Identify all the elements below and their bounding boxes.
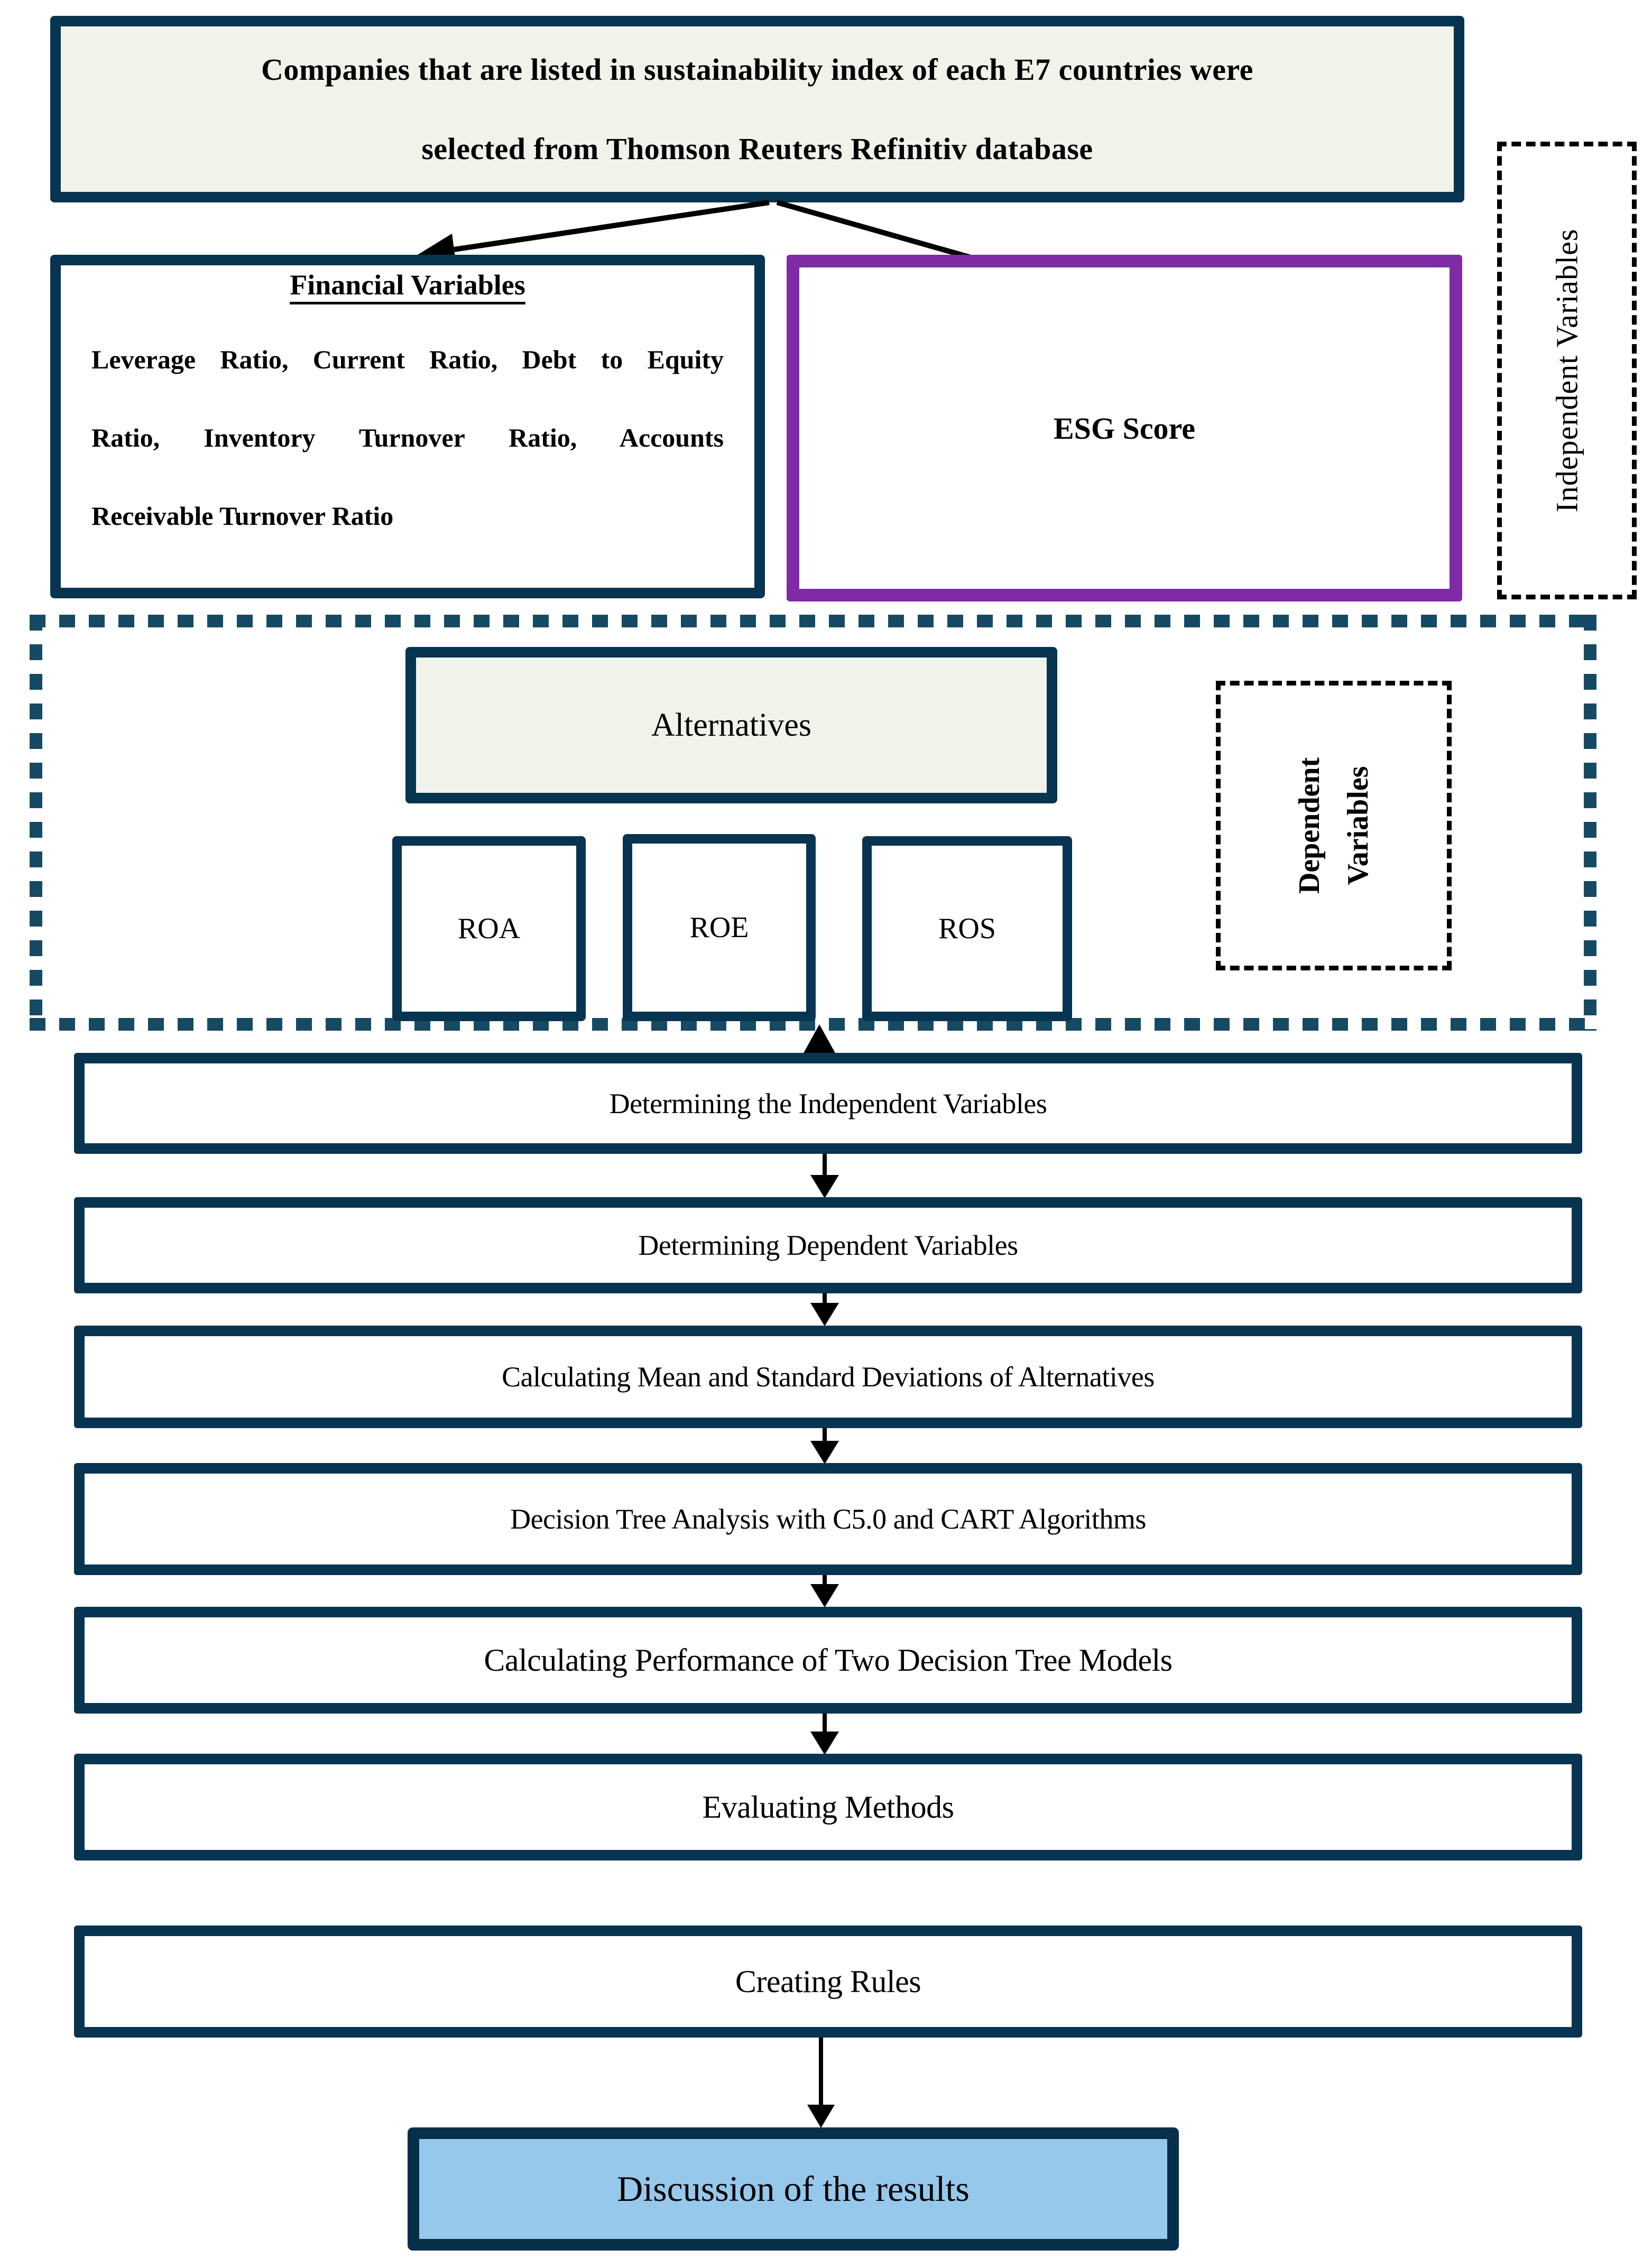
up-arrow-icon [802,1024,836,1055]
down-arrow-icon-final [807,2105,835,2128]
esg-score-box: ESG Score [787,255,1462,601]
alternatives-label: Alternatives [651,707,811,743]
step-calculating-mean-std: Calculating Mean and Standard Deviations… [74,1326,1582,1428]
step-label: Determining Dependent Variables [638,1229,1018,1261]
dotted-border-right [1584,615,1596,1031]
discussion-results-label: Discussion of the results [617,2169,970,2209]
down-arrow-icon-5 [810,1732,839,1755]
step-label: Creating Rules [735,1964,921,1999]
independent-variables-box: Independent Variables [1497,142,1637,599]
step-label: Calculating Performance of Two Decision … [484,1642,1173,1678]
dependent-variables-label: Dependent Variables [1285,757,1382,894]
source-data-line2: selected from Thomson Reuters Refinitiv … [421,131,1093,166]
step-label: Calculating Mean and Standard Deviations… [502,1361,1155,1393]
alternatives-box: Alternatives [405,647,1057,803]
step-creating-rules: Creating Rules [74,1926,1582,2038]
dependent-variables-box: Dependent Variables [1216,681,1452,970]
financial-variables-line2: Ratio, Inventory Turnover Ratio, Account… [91,423,724,452]
financial-variables-title: Financial Variables [290,269,525,301]
independent-variables-label: Independent Variables [1549,228,1584,513]
roe-box: ROE [623,834,816,1021]
roe-label: ROE [689,911,749,944]
connector-line-2 [823,1293,827,1305]
step-label: Decision Tree Analysis with C5.0 and CAR… [510,1503,1146,1535]
dotted-border-left [30,615,42,1031]
financial-variables-line3: Receivable Turnover Ratio [91,501,394,531]
down-arrow-icon-4 [810,1584,839,1607]
ros-box: ROS [862,836,1072,1021]
down-arrow-icon-3 [810,1441,839,1464]
roa-box: ROA [392,836,586,1021]
financial-variables-line1: Leverage Ratio, Current Ratio, Debt to E… [91,345,724,374]
step-label: Determining the Independent Variables [609,1087,1047,1119]
step-label: Evaluating Methods [702,1789,954,1825]
connector-line-1 [823,1154,827,1177]
split-arrow-left-line [454,200,770,252]
discussion-results-box: Discussion of the results [408,2127,1179,2251]
dependent-variables-line2: Variables [1342,766,1374,885]
esg-score-label: ESG Score [1054,411,1195,446]
dotted-border-top [30,615,1596,627]
step-calculating-performance: Calculating Performance of Two Decision … [74,1607,1582,1714]
dependent-variables-line1: Dependent [1293,757,1326,894]
connector-line-5 [823,1714,827,1734]
connector-line-4 [823,1575,827,1586]
source-data-line1: Companies that are listed in sustainabil… [261,52,1253,87]
down-arrow-icon-1 [810,1175,839,1198]
step-determining-independent: Determining the Independent Variables [74,1053,1582,1154]
connector-line-3 [823,1428,827,1443]
step-decision-tree-analysis: Decision Tree Analysis with C5.0 and CAR… [74,1463,1582,1575]
step-determining-dependent: Determining Dependent Variables [74,1197,1582,1293]
ros-label: ROS [938,912,996,945]
step-evaluating-methods: Evaluating Methods [74,1754,1582,1860]
roa-label: ROA [457,912,521,945]
down-arrow-icon-2 [810,1303,839,1326]
source-data-box: Companies that are listed in sustainabil… [50,16,1464,202]
connector-line-final [819,2038,823,2106]
financial-variables-box: Financial Variables Leverage Ratio, Curr… [50,255,765,598]
